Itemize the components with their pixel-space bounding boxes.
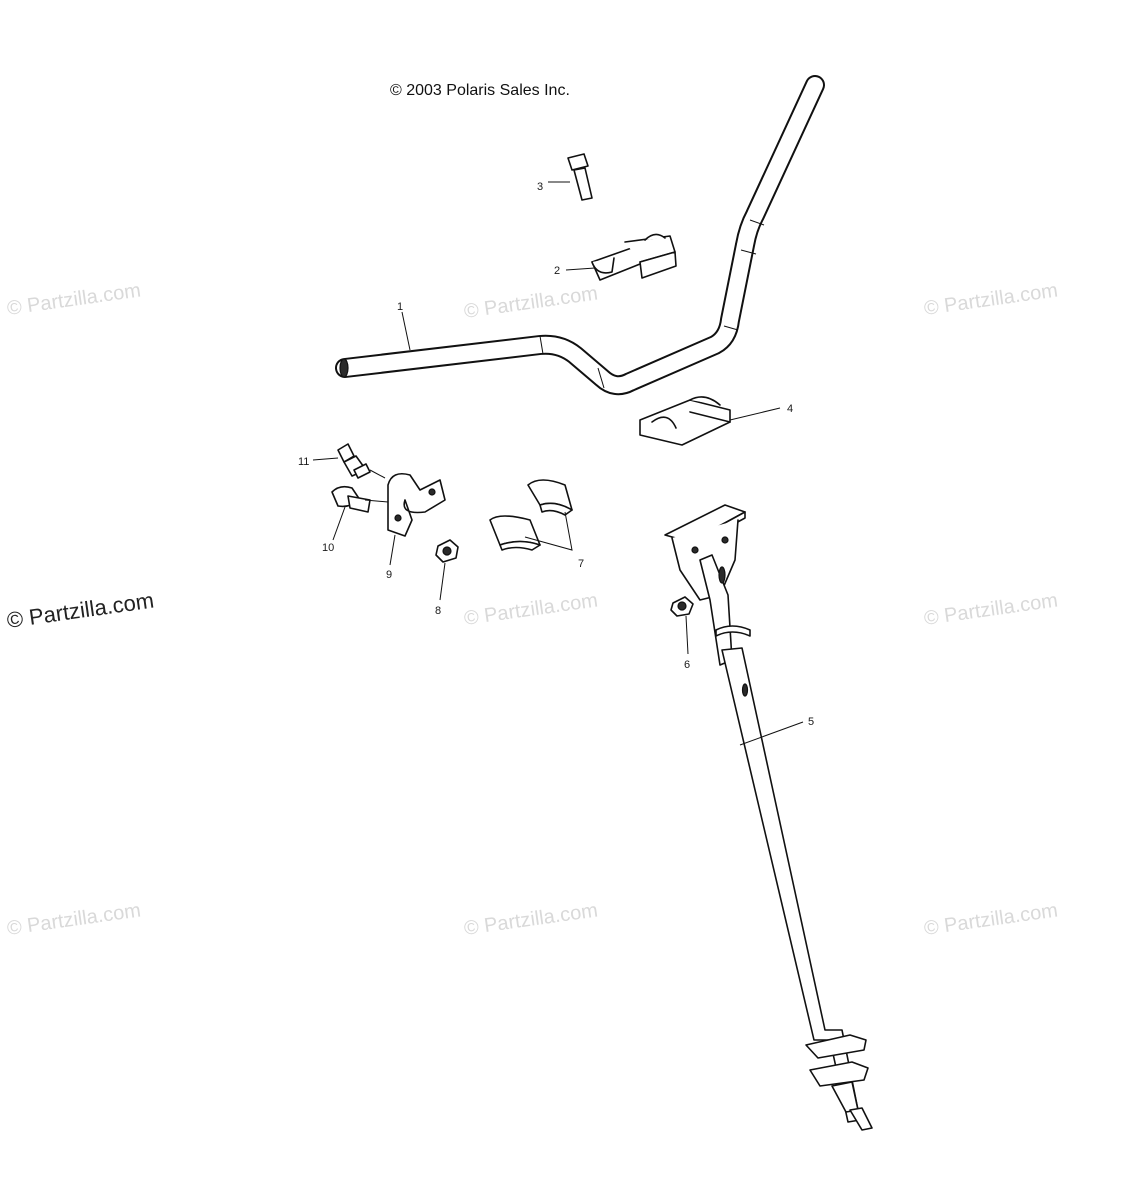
watermark-bottom-center: © Partzilla.com <box>463 899 600 940</box>
watermark-bottom-right: © Partzilla.com <box>923 899 1060 940</box>
watermark-mid-left: © Partzilla.com <box>5 588 155 633</box>
watermarks: © Partzilla.com © Partzilla.com © Partzi… <box>5 279 1059 940</box>
spacer-part-upper[interactable] <box>527 479 573 516</box>
callout-7: 7 <box>578 558 584 570</box>
callout-10: 10 <box>322 542 334 554</box>
spacer-part-lower[interactable] <box>489 515 541 551</box>
watermark-mid-right: © Partzilla.com <box>923 589 1060 630</box>
callout-4: 4 <box>787 403 793 415</box>
watermark-top-center: © Partzilla.com <box>463 282 600 323</box>
callout-labels: 1 2 3 4 5 6 7 8 9 10 11 <box>298 181 814 728</box>
handlebar-part[interactable] <box>335 75 825 396</box>
watermark-mid-center: © Partzilla.com <box>463 589 600 630</box>
nut-part-8[interactable] <box>435 539 459 563</box>
flange-bolt-part[interactable] <box>331 485 371 513</box>
watermark-bottom-left: © Partzilla.com <box>6 899 143 940</box>
watermark-top-left: © Partzilla.com <box>6 279 143 320</box>
callout-3: 3 <box>537 181 543 193</box>
nut-part-6[interactable] <box>670 596 694 617</box>
callout-6: 6 <box>684 659 690 671</box>
fitting-part[interactable] <box>337 443 371 479</box>
callout-8: 8 <box>435 605 441 617</box>
callout-9: 9 <box>386 569 392 581</box>
bracket-part[interactable] <box>387 472 446 537</box>
callout-11: 11 <box>298 456 309 468</box>
bolt-part[interactable] <box>567 153 593 201</box>
watermark-top-right: © Partzilla.com <box>923 279 1060 320</box>
leader-lines <box>312 181 804 746</box>
callout-2: 2 <box>554 265 560 277</box>
lower-clamp-part[interactable] <box>639 396 731 446</box>
callout-1: 1 <box>397 301 403 313</box>
steering-post-part[interactable] <box>664 504 873 1131</box>
upper-clamp-part[interactable] <box>591 233 677 281</box>
copyright-text: © 2003 Polaris Sales Inc. <box>390 82 570 99</box>
callout-5: 5 <box>808 716 814 728</box>
